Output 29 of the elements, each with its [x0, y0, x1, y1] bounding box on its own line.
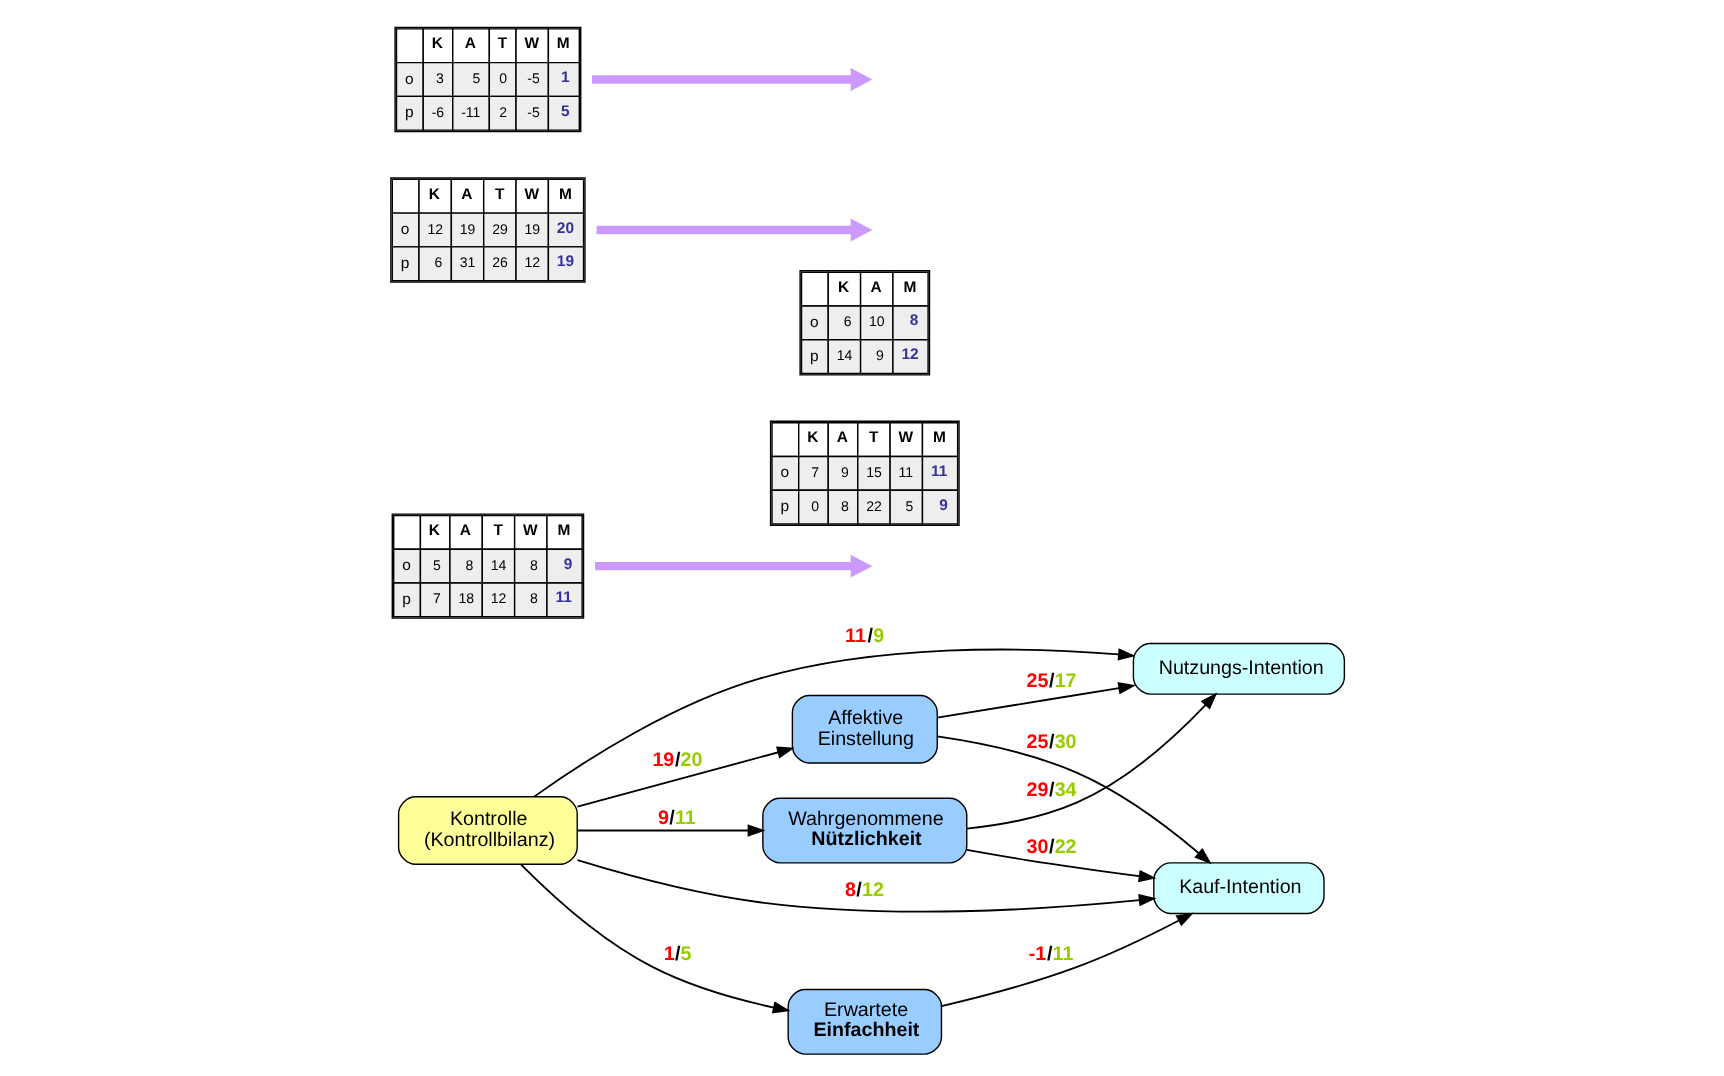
arrow [595, 554, 873, 578]
edge-label: 25/30 [1026, 731, 1077, 754]
arrow [966, 692, 1218, 830]
arrow [520, 863, 791, 1014]
edge-label: 11/9 [845, 626, 885, 649]
node-box: Kontrolle (Kontrollbilanz) [397, 796, 578, 865]
arrow [940, 912, 1195, 1007]
arrow [592, 68, 873, 91]
arrow [596, 218, 873, 242]
edge-label: 25/17 [1026, 671, 1077, 694]
edge-label: 19/20 [652, 750, 703, 773]
arrow [576, 824, 766, 837]
arrow [576, 859, 1157, 913]
arrow [936, 735, 1212, 865]
arrow [576, 746, 795, 808]
edge-label: 29/34 [1026, 779, 1077, 802]
edge-label: 1/5 [663, 944, 692, 967]
node-box: Nutzungs-Intention [1132, 642, 1346, 695]
edge-label: 30/22 [1026, 837, 1077, 860]
arrow [966, 848, 1157, 883]
arrow [533, 648, 1136, 798]
edge-label: -1/11 [1028, 944, 1074, 967]
edge-label: 8/12 [845, 879, 884, 902]
node-box: Erwartete Einfachheit [787, 988, 943, 1055]
edge-label: 9/11 [658, 807, 696, 830]
node-box: Affektive Einstellung [791, 694, 938, 764]
node-box: Wahrgenommene Nützlichkeit [762, 797, 968, 864]
node-box: Kauf-Intention [1153, 862, 1325, 915]
arrow [936, 682, 1136, 719]
